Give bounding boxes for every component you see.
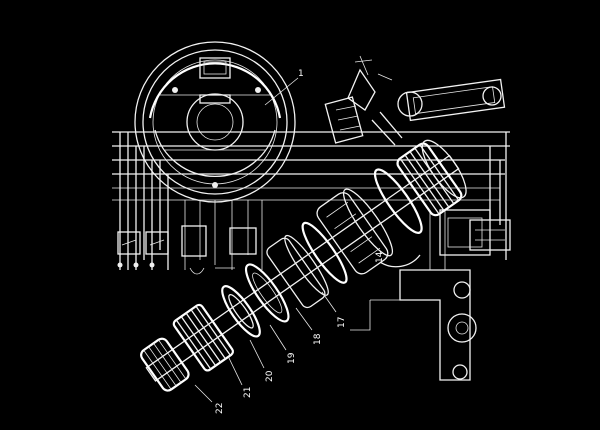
- sensor-assembly-drawing: [324, 55, 506, 146]
- part-label-1: 1: [298, 69, 304, 79]
- part-label-19: 19: [287, 352, 297, 364]
- part-label-20: 20: [265, 370, 275, 382]
- part-label-18: 18: [313, 333, 323, 345]
- gear-shaft-assembly: [140, 139, 467, 392]
- part-label-22: 22: [215, 403, 225, 414]
- part-callouts: 22 21 20 19 18 17: [194, 291, 347, 414]
- part-label-21: 21: [243, 387, 253, 398]
- part-label-17: 17: [337, 317, 347, 328]
- bracket-drawing: 14: [350, 209, 491, 381]
- part-label-14: 14: [375, 251, 385, 263]
